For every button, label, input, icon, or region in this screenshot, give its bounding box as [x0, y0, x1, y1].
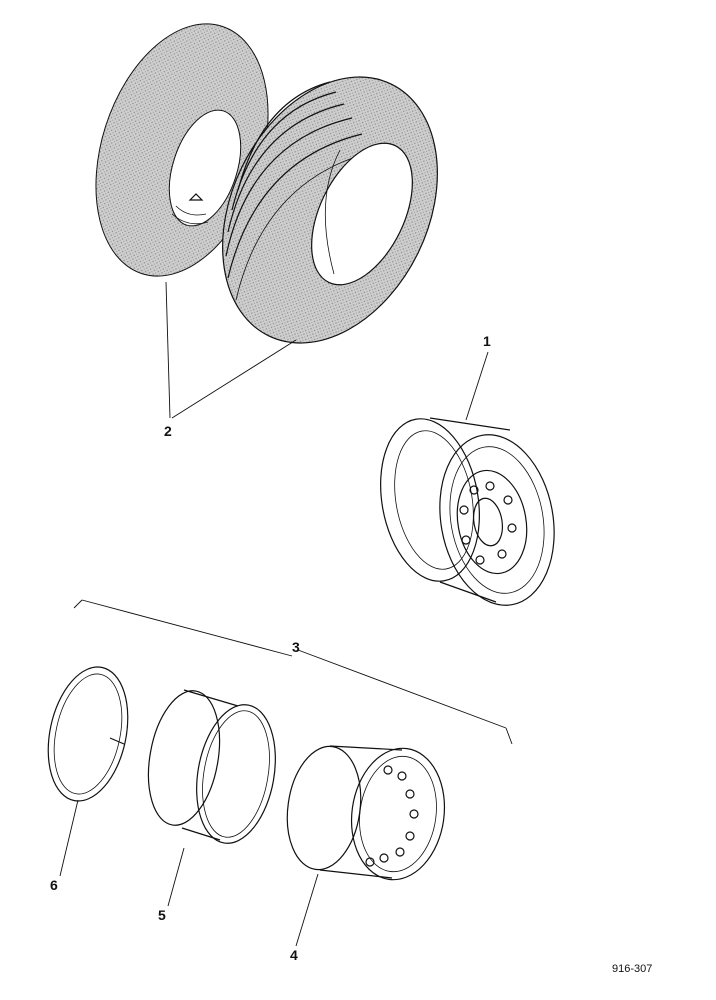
callout-6: 6 — [50, 877, 58, 893]
leader-lines — [59, 281, 513, 947]
multi-piece-wheel-icon — [286, 745, 446, 881]
callout-5: 5 — [158, 907, 166, 923]
wheel-rim-icon — [380, 417, 555, 606]
tire-icon — [222, 76, 438, 344]
side-ring-icon — [147, 689, 276, 844]
lock-ring-icon — [47, 666, 129, 802]
callout-1: 1 — [483, 333, 491, 349]
callout-2: 2 — [164, 423, 172, 439]
inner-tube-icon — [95, 23, 269, 277]
document-number: 916-307 — [612, 963, 652, 975]
callout-3: 3 — [292, 639, 300, 655]
callout-4: 4 — [290, 947, 298, 963]
